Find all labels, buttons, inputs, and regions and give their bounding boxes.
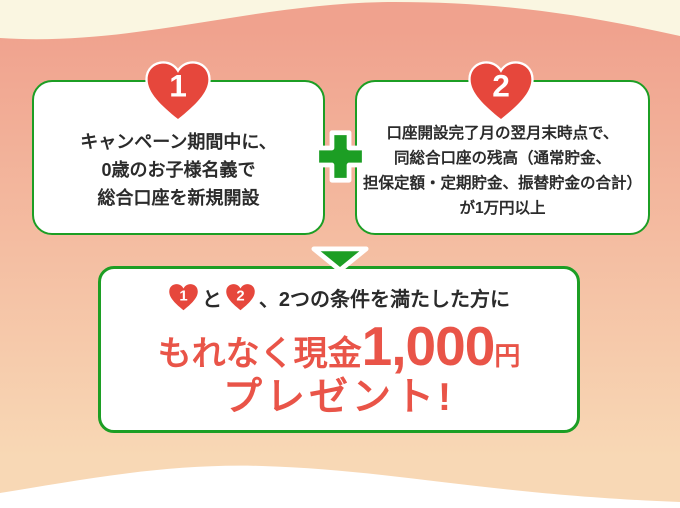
result-condition-line: 1 と 2 、2つの条件を満たした方に [168, 283, 510, 312]
condition-2-line-3: 担保定額・定期貯金、振替貯金の合計） [362, 174, 642, 192]
condition-1-line-2: 0歳のお子様名義で [101, 159, 256, 180]
heart-badge-2-small-number: 2 [236, 288, 244, 304]
heart-badge-1-icon: 1 [145, 61, 211, 122]
result-card: 1 と 2 、2つの条件を満たした方に もれなく現金1,000円 プレゼント! [98, 266, 580, 433]
arrow-down-icon [311, 246, 369, 273]
condition-card-1: キャンペーン期間中に、 0歳のお子様名義で 総合口座を新規開設 [32, 80, 325, 235]
prize-amount: 1,000 [361, 315, 496, 378]
prize-suffix: プレゼント! [223, 376, 455, 420]
condition-2-line-1: 口座開設完了月の翌月末時点で、 [386, 124, 619, 142]
condition-2-text: 口座開設完了月の翌月末時点で、 同総合口座の残高（通常貯金、 担保定額・定期貯金… [357, 82, 648, 233]
condition-1-line-1: キャンペーン期間中に、 [80, 131, 277, 152]
condition-2-line-4: が1万円以上 [459, 199, 546, 217]
condition-2-line-2: 同総合口座の残高（通常貯金、 [393, 149, 611, 167]
plus-icon [314, 130, 367, 183]
condition-card-2: 口座開設完了月の翌月末時点で、 同総合口座の残高（通常貯金、 担保定額・定期貯金… [355, 80, 650, 235]
top-cream-wave [0, 0, 680, 40]
heart-badge-2-icon: 2 [468, 61, 534, 122]
heart-badge-2-small-icon: 2 [225, 283, 256, 312]
prize-prefix: もれなく現金 [157, 335, 362, 374]
heart-badge-2-number: 2 [492, 68, 510, 104]
heart-badge-1-small-number: 1 [179, 288, 187, 304]
prize-unit: 円 [494, 341, 521, 372]
condition-1-text: キャンペーン期間中に、 0歳のお子様名義で 総合口座を新規開設 [34, 82, 323, 233]
result-connector: と [201, 289, 222, 312]
heart-badge-1-number: 1 [169, 68, 187, 104]
result-condition-text: 、2つの条件を満たした方に [258, 289, 511, 312]
prize-line: もれなく現金1,000円 [158, 319, 521, 374]
bottom-white-wave [0, 465, 680, 508]
condition-1-line-3: 総合口座を新規開設 [97, 187, 260, 208]
heart-badge-1-small-icon: 1 [168, 283, 199, 312]
